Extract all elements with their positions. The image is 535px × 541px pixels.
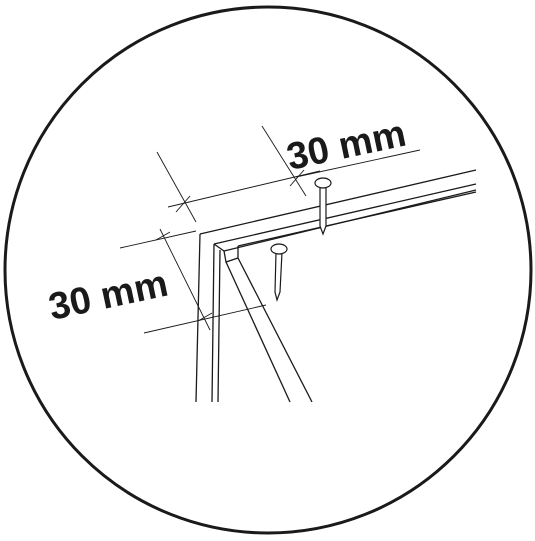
dimension-lines-top [156, 125, 421, 223]
nail-icon [270, 243, 288, 303]
dimension-lines-left [119, 228, 267, 334]
nail-icon [314, 177, 332, 236]
circle-frame [3, 5, 533, 535]
frame-corner [195, 169, 477, 403]
